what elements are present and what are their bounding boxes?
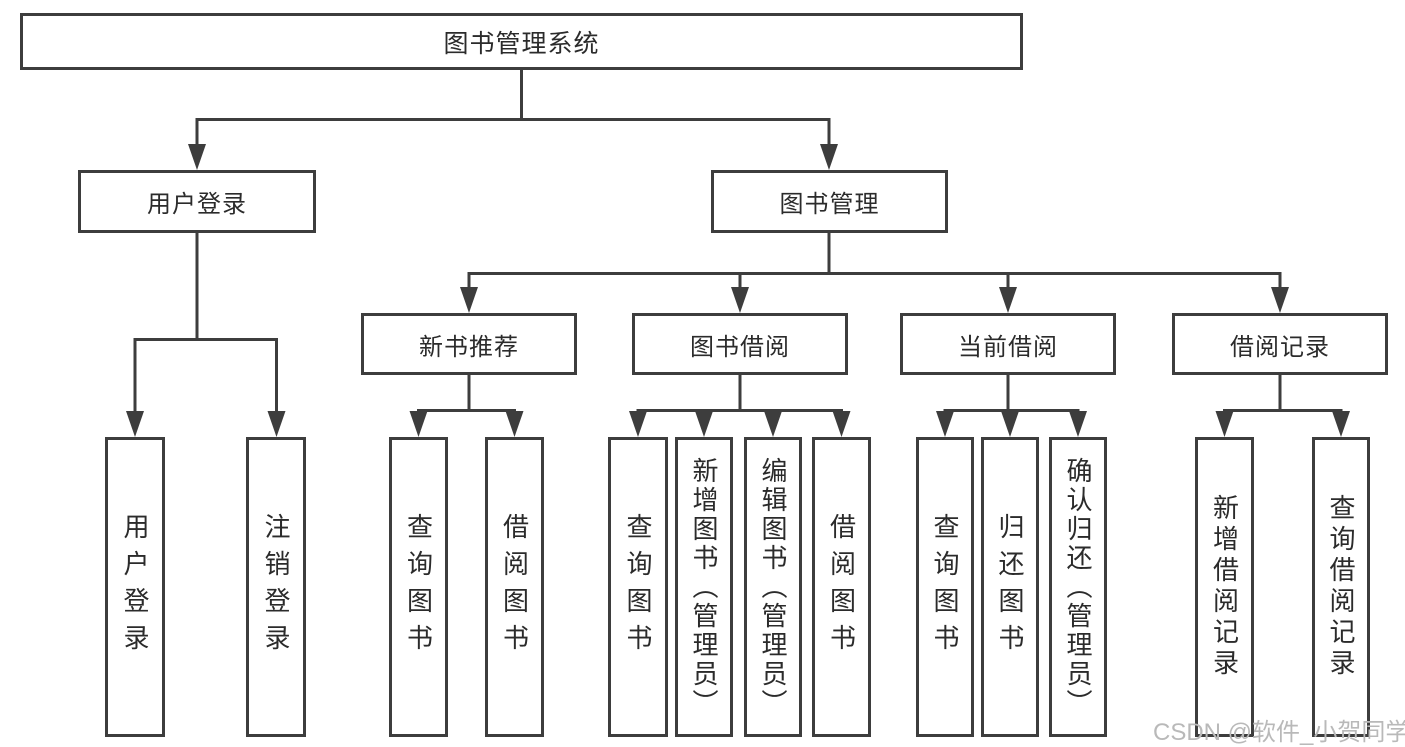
node-current-borrowing: 当前借阅: [900, 313, 1116, 375]
leaf-add-books-admin: 新增图书（管理员）: [675, 437, 733, 737]
csdn-watermark: CSDN @软件_小贺同学: [1153, 719, 1405, 746]
leaf-add-borrow-record: 新增借阅记录: [1195, 437, 1254, 737]
leaf-query-books-current: 查询图书: [916, 437, 974, 737]
leaf-edit-books-admin: 编辑图书（管理员）: [744, 437, 802, 737]
node-book-borrowing: 图书借阅: [632, 313, 848, 375]
arrowhead-icons: [126, 144, 1350, 437]
leaf-borrow-books-recommend: 借阅图书: [485, 437, 544, 737]
leaf-query-borrow-record: 查询借阅记录: [1312, 437, 1370, 737]
leaf-user-login: 用户登录: [105, 437, 165, 737]
node-library-management-system: 图书管理系统: [20, 13, 1023, 70]
leaf-query-books-borrowing: 查询图书: [608, 437, 668, 737]
leaf-return-books: 归还图书: [981, 437, 1039, 737]
connector-lines: [133, 70, 1343, 416]
leaf-logout: 注销登录: [246, 437, 306, 737]
leaf-confirm-return-admin: 确认归还（管理员）: [1049, 437, 1107, 737]
node-user-login: 用户登录: [78, 170, 316, 233]
node-book-management: 图书管理: [711, 170, 948, 233]
node-borrowing-records: 借阅记录: [1172, 313, 1388, 375]
node-new-book-recommendation: 新书推荐: [361, 313, 577, 375]
leaf-borrow-books: 借阅图书: [812, 437, 871, 737]
leaf-query-books-recommend: 查询图书: [389, 437, 448, 737]
